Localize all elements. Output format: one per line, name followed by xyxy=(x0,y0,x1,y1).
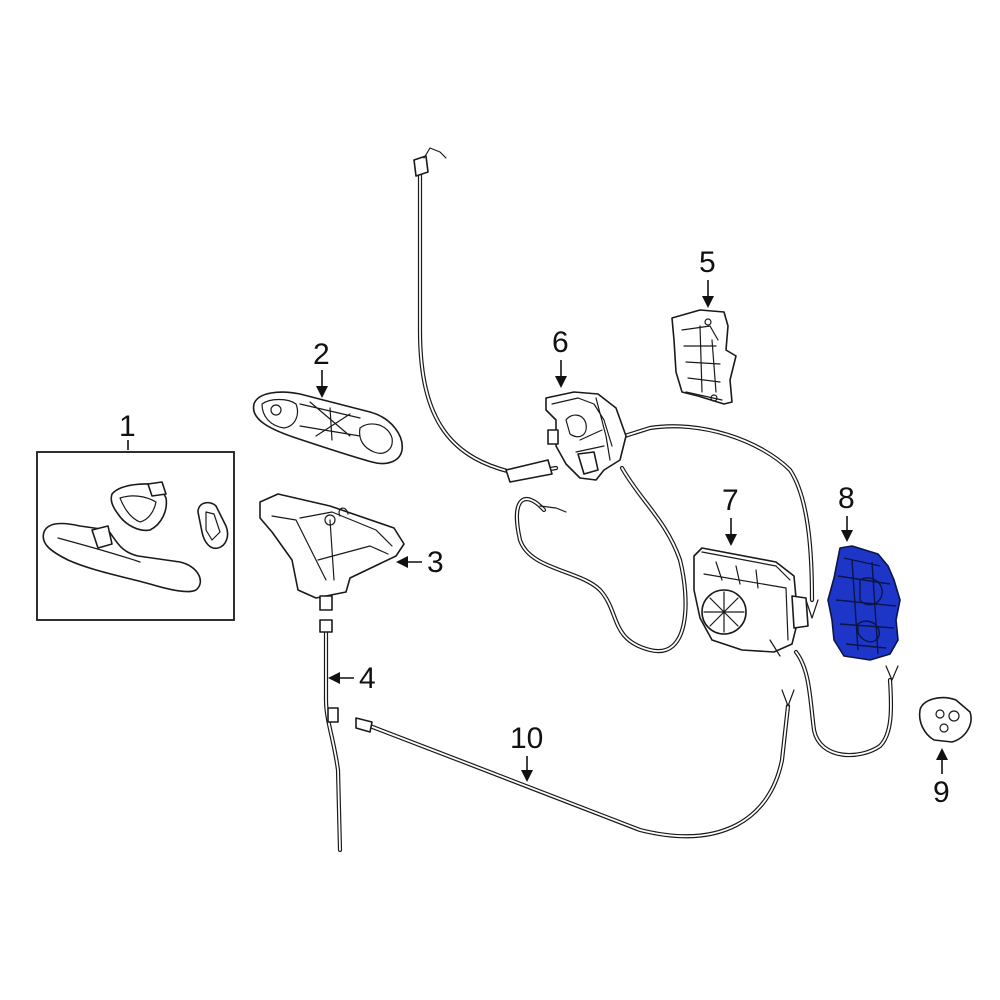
svg-text:10: 10 xyxy=(510,722,543,755)
callout-9: 9 xyxy=(933,748,950,809)
svg-text:6: 6 xyxy=(552,326,569,359)
part-5-plate[interactable] xyxy=(671,309,737,405)
svg-text:5: 5 xyxy=(699,246,716,279)
svg-text:7: 7 xyxy=(722,484,739,517)
actuator-body xyxy=(545,391,627,481)
part-9-striker[interactable] xyxy=(918,696,972,743)
callout-2: 2 xyxy=(313,338,330,398)
callout-1: 1 xyxy=(119,410,136,450)
svg-text:2: 2 xyxy=(313,338,330,371)
handle-clip xyxy=(91,525,113,549)
cable-assembly-upper xyxy=(413,147,819,654)
callout-10: 10 xyxy=(510,722,543,782)
svg-text:8: 8 xyxy=(838,482,855,515)
callout-5: 5 xyxy=(699,246,716,308)
part-8-door-latch[interactable] xyxy=(827,545,901,661)
part-1-handle-kit[interactable] xyxy=(36,451,235,621)
callout-7: 7 xyxy=(722,484,739,546)
handle-bezel xyxy=(197,501,229,550)
svg-text:3: 3 xyxy=(427,546,444,579)
callout-3: 3 xyxy=(396,546,444,579)
cable-assembly-lower xyxy=(793,649,899,758)
part-3-bracket[interactable] xyxy=(259,493,405,611)
callout-8: 8 xyxy=(838,482,855,542)
part-7-lock-module[interactable] xyxy=(693,547,809,657)
svg-text:4: 4 xyxy=(359,662,376,695)
part-4-rod[interactable] xyxy=(319,619,343,853)
striker-plate xyxy=(918,696,972,743)
svg-text:9: 9 xyxy=(933,776,950,809)
callout-6: 6 xyxy=(552,326,569,388)
part-10-cable[interactable] xyxy=(355,689,795,839)
part-6-latch-actuator[interactable] xyxy=(545,391,627,481)
svg-text:1: 1 xyxy=(119,410,136,443)
plate-body xyxy=(671,309,737,405)
callout-4: 4 xyxy=(328,662,376,695)
part-2-handle-frame[interactable] xyxy=(252,391,403,465)
